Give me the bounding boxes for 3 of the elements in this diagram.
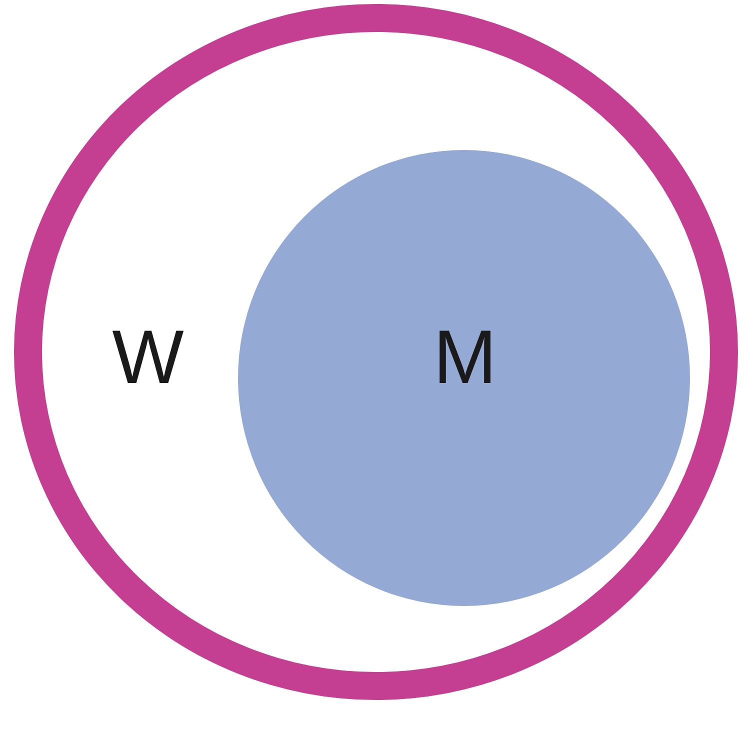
set-label: W bbox=[112, 320, 184, 396]
set-label: M bbox=[433, 320, 497, 396]
outer-circle bbox=[14, 4, 738, 700]
